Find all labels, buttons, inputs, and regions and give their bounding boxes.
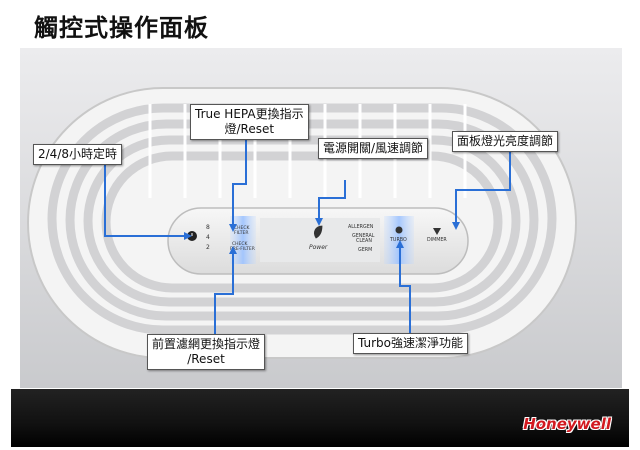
callout-timer-text: 2/4/8小時定時 xyxy=(38,147,117,161)
purifier-illustration: 8 4 2 CHECK FILTER CHECK PRE-FILTER Powe… xyxy=(20,48,622,388)
mode-allergen[interactable]: ALLERGEN xyxy=(348,224,374,230)
check-prefilter-line1[interactable]: CHECK xyxy=(232,241,249,247)
callout-turbo: Turbo強速潔淨功能 xyxy=(353,333,469,354)
callout-power-text: 電源開關/風速調節 xyxy=(323,141,424,155)
callout-arrows xyxy=(104,132,511,340)
callout-prefilter-line2: /Reset xyxy=(187,352,225,366)
callout-prefilter: 前置濾網更換指示燈 /Reset xyxy=(147,334,266,370)
dimmer-label[interactable]: DIMMER xyxy=(427,237,447,243)
callout-dimmer: 面板燈光亮度調節 xyxy=(452,131,559,152)
page-title: 觸控式操作面板 xyxy=(34,14,209,42)
footer-bar: Honeywell xyxy=(11,389,629,447)
mode-germ[interactable]: GERM xyxy=(358,247,372,253)
callout-turbo-text: Turbo強速潔淨功能 xyxy=(358,336,464,350)
callout-timer: 2/4/8小時定時 xyxy=(33,144,122,165)
timer-label-2[interactable]: 2 xyxy=(206,244,210,251)
power-label[interactable]: Power xyxy=(309,244,328,251)
check-filter-line1[interactable]: CHECK xyxy=(234,225,251,231)
callout-hepa-line1: True HEPA更換指示 xyxy=(195,107,304,121)
dimmer-icon[interactable] xyxy=(433,228,441,235)
callout-power: 電源開關/風速調節 xyxy=(318,138,429,159)
honeywell-logo: Honeywell xyxy=(523,415,611,433)
mode-general[interactable]: GENERAL xyxy=(352,233,375,239)
arrow-heads xyxy=(184,218,460,254)
check-filter-line2[interactable]: FILTER xyxy=(234,230,249,236)
timer-label-4[interactable]: 4 xyxy=(206,234,210,241)
timer-label-8[interactable]: 8 xyxy=(206,224,210,231)
check-prefilter-line2[interactable]: PRE-FILTER xyxy=(230,246,255,252)
callout-hepa-line2: 燈/Reset xyxy=(224,122,275,136)
callout-dimmer-text: 面板燈光亮度調節 xyxy=(457,134,554,148)
callout-hepa: True HEPA更換指示 燈/Reset xyxy=(190,104,309,140)
callout-prefilter-line1: 前置濾網更換指示燈 xyxy=(152,337,261,351)
fan-icon[interactable] xyxy=(395,226,403,234)
mode-clean[interactable]: CLEAN xyxy=(356,238,372,244)
turbo-label[interactable]: TURBO xyxy=(389,237,407,243)
product-photo: 8 4 2 CHECK FILTER CHECK PRE-FILTER Powe… xyxy=(20,48,622,388)
leaf-icon[interactable] xyxy=(314,225,323,239)
